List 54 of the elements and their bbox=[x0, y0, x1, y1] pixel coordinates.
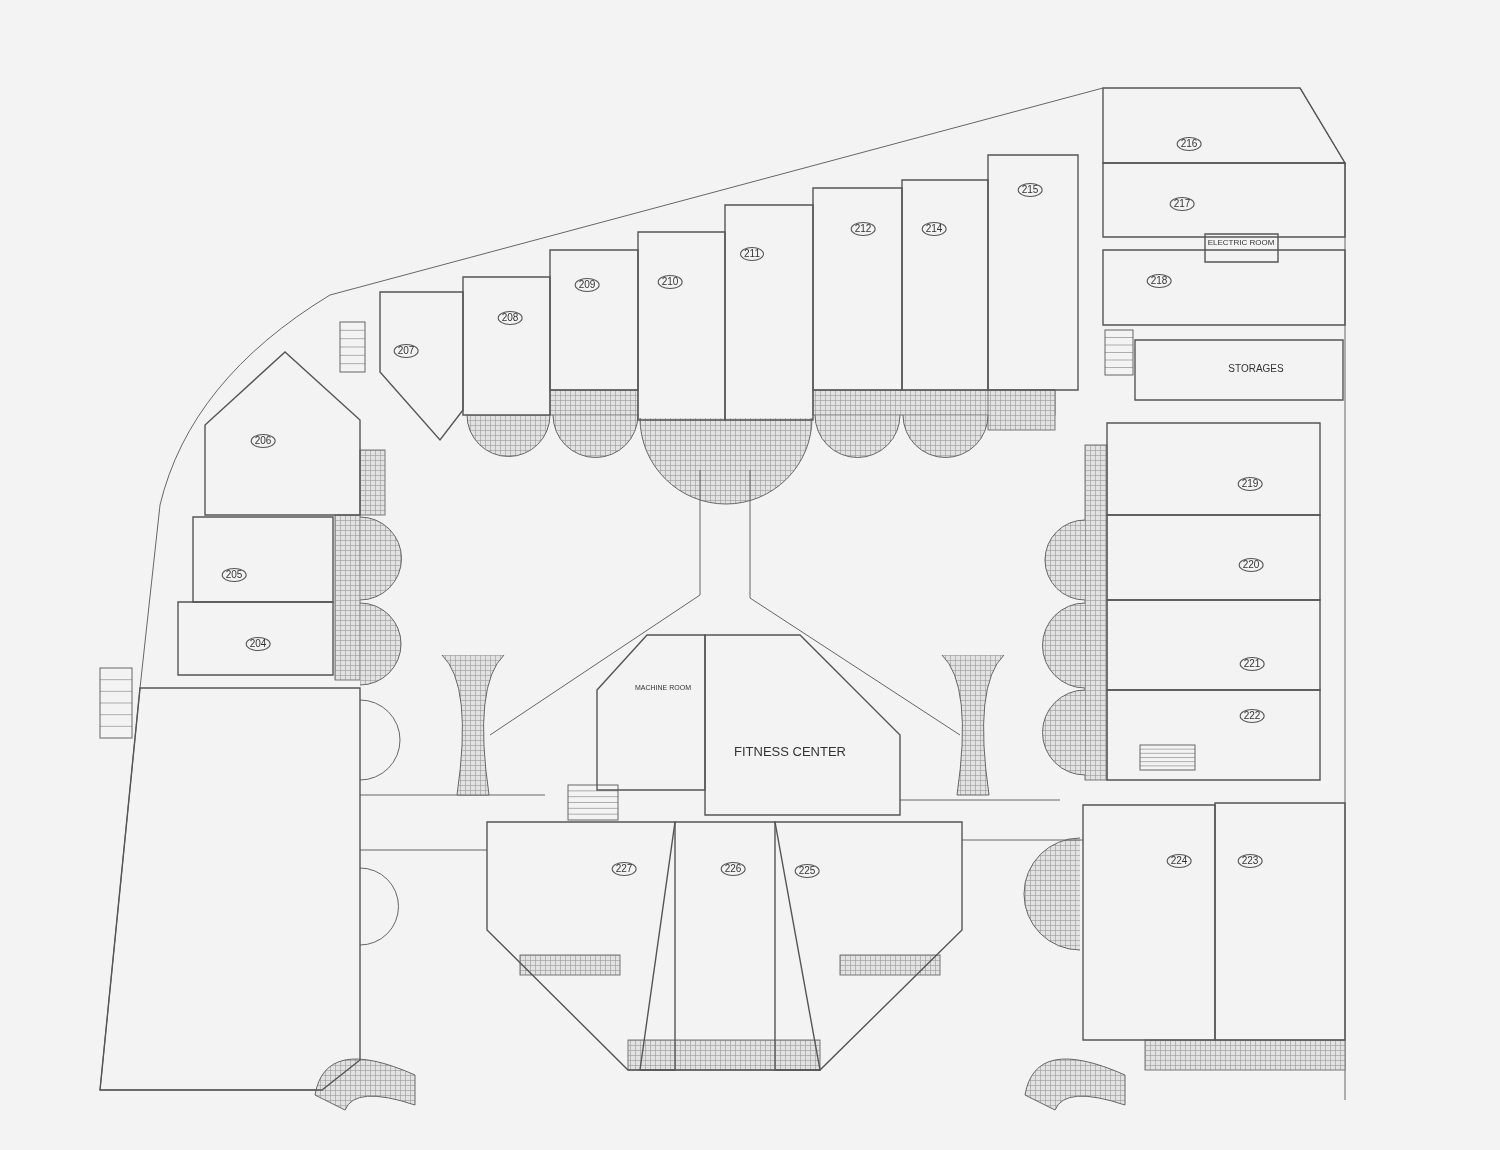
room-outline bbox=[1215, 803, 1345, 1040]
room-outline bbox=[1107, 690, 1320, 780]
room-number: 211 bbox=[740, 247, 764, 261]
room-name: ELECTRIC ROOM bbox=[1207, 239, 1275, 247]
room-number: 216 bbox=[1176, 137, 1202, 151]
room-number: 206 bbox=[250, 434, 276, 448]
room-outline bbox=[1103, 163, 1345, 237]
room-outline bbox=[725, 205, 813, 420]
room-outline bbox=[100, 688, 360, 1090]
room-number: 223 bbox=[1237, 854, 1263, 868]
room-number: 207 bbox=[393, 344, 419, 358]
room-number: 222 bbox=[1239, 709, 1265, 723]
room-number: 218 bbox=[1146, 274, 1172, 288]
room-outline bbox=[988, 155, 1078, 390]
room-name: STORAGES bbox=[1228, 364, 1284, 374]
room-outline bbox=[1107, 515, 1320, 600]
room-outline bbox=[380, 292, 463, 440]
room-number: 225 bbox=[794, 864, 820, 878]
room-outline bbox=[487, 822, 675, 1070]
room-outline bbox=[902, 180, 988, 390]
room-number: 220 bbox=[1238, 558, 1264, 572]
room-number: 205 bbox=[221, 568, 247, 582]
room-number: 219 bbox=[1237, 477, 1263, 491]
room-outline bbox=[1205, 234, 1278, 262]
room-number: 210 bbox=[657, 275, 683, 289]
room-outline bbox=[193, 517, 333, 602]
room-number: 221 bbox=[1239, 657, 1265, 671]
room-outline bbox=[1103, 250, 1345, 325]
room-outline bbox=[705, 635, 900, 815]
room-outline bbox=[775, 822, 962, 1070]
room-outline bbox=[205, 352, 360, 515]
room-number: 212 bbox=[850, 222, 876, 236]
room-outline bbox=[1103, 88, 1346, 163]
room-outline bbox=[813, 188, 902, 390]
room-number: 214 bbox=[921, 222, 947, 236]
room-outline bbox=[638, 232, 725, 420]
room-number: 204 bbox=[245, 637, 271, 651]
room-number: 226 bbox=[720, 862, 746, 876]
room-number: 224 bbox=[1166, 854, 1192, 868]
room-outline bbox=[1135, 340, 1343, 400]
room-outline bbox=[550, 250, 638, 390]
room-outline bbox=[178, 602, 333, 675]
room-number: 217 bbox=[1169, 197, 1195, 211]
room-number: 227 bbox=[611, 862, 637, 876]
room-outline bbox=[1083, 805, 1215, 1040]
room-outline bbox=[597, 635, 705, 790]
room-number: 208 bbox=[497, 311, 523, 325]
room-number: 209 bbox=[574, 278, 600, 292]
room-outline bbox=[1107, 423, 1320, 515]
room-number: 215 bbox=[1017, 183, 1043, 197]
room-outline bbox=[640, 822, 820, 1070]
room-outline bbox=[463, 277, 550, 415]
room-outline bbox=[1107, 600, 1320, 690]
room-name: FITNESS CENTER bbox=[734, 744, 846, 758]
